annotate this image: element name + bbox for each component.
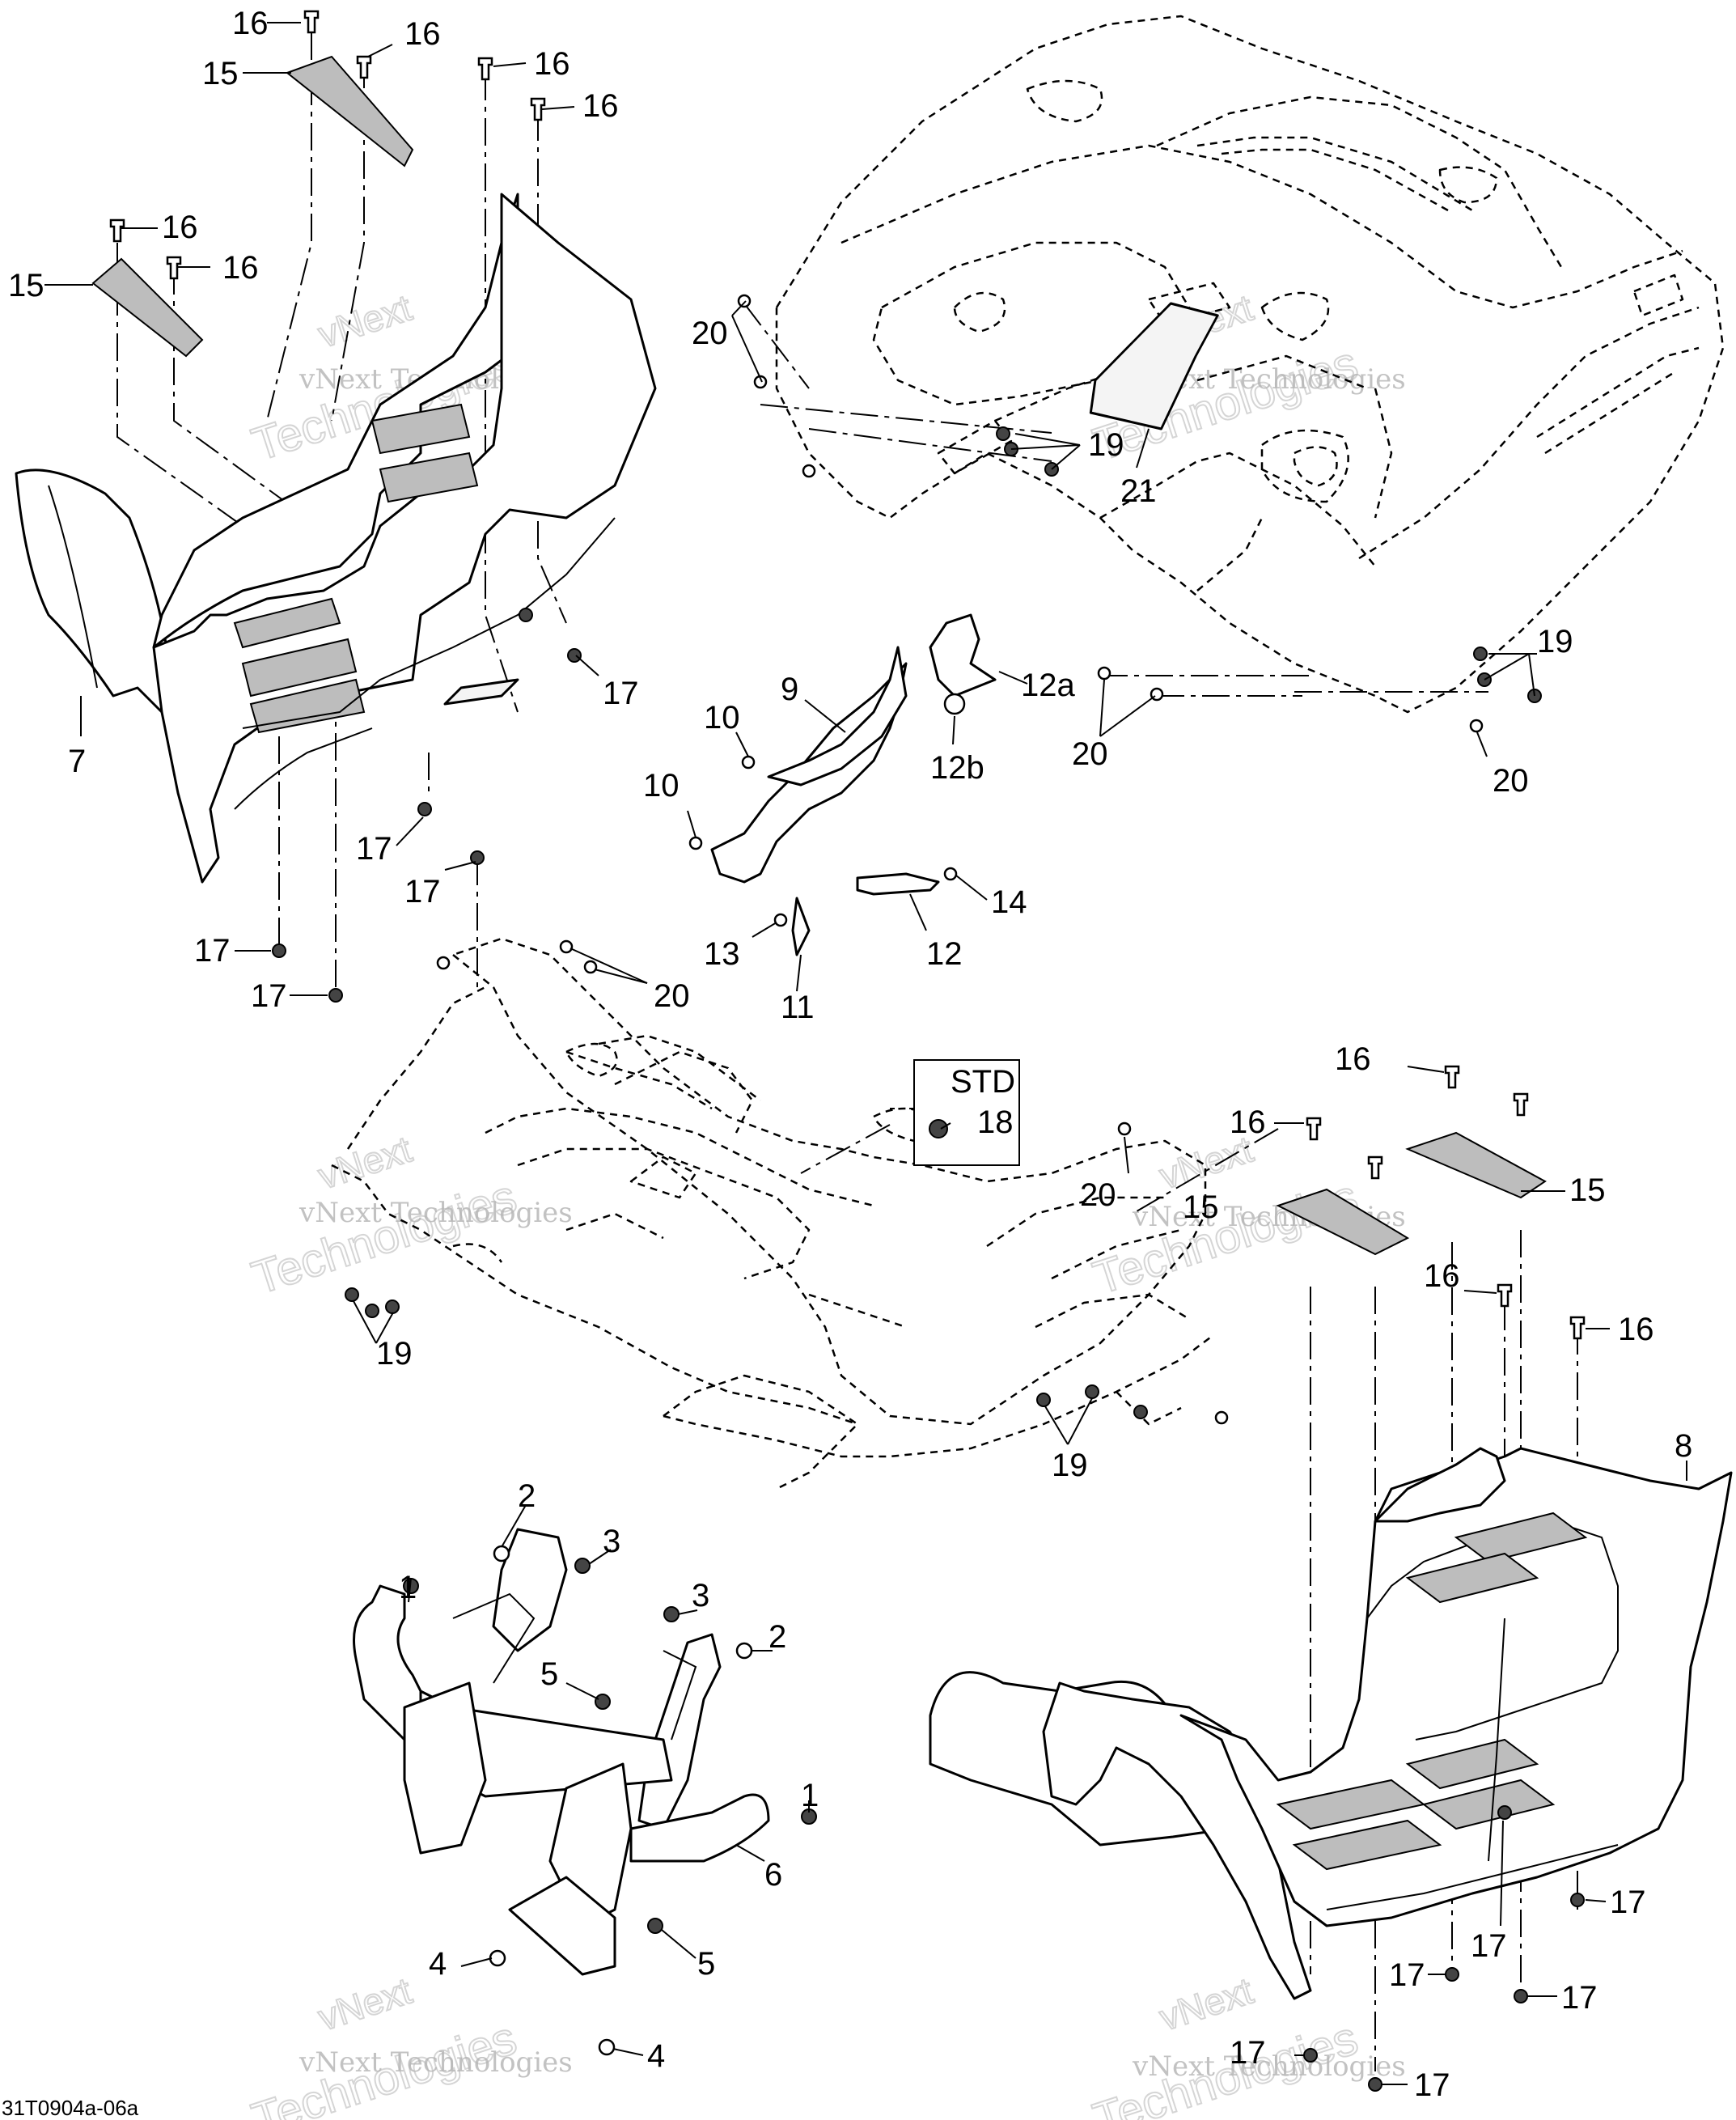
callout-17: 17 (603, 676, 639, 711)
step-plates (91, 55, 1547, 1256)
front-fender-phantom (331, 937, 1214, 1490)
callout-17: 17 (1610, 1885, 1646, 1920)
callout-1: 1 (801, 1778, 819, 1813)
callout-16: 16 (1230, 1105, 1266, 1140)
callout-17: 17 (251, 978, 287, 1014)
callout-20: 20 (692, 316, 728, 351)
watermark-technologies: Technologies (1087, 2012, 1364, 2120)
callout-8: 8 (1675, 1428, 1692, 1464)
watermark-text: vNext Technologies (299, 2046, 573, 2079)
callout-17: 17 (1389, 1957, 1425, 1993)
callout-17: 17 (1414, 2067, 1450, 2103)
callout-4: 4 (429, 1946, 447, 1982)
watermark-vnext: vNext (313, 1969, 417, 2039)
callout-17: 17 (404, 874, 441, 909)
callout-16: 16 (162, 210, 198, 245)
callout-4: 4 (647, 2038, 665, 2074)
callout-2: 2 (768, 1619, 786, 1655)
callout-12: 12 (926, 936, 963, 972)
left-footrest (15, 193, 657, 884)
drawing-code: 31T0904a-06a (2, 2096, 139, 2120)
callout-18: 18 (977, 1105, 1014, 1140)
callout-20: 20 (1080, 1177, 1116, 1213)
callout-19: 19 (1052, 1448, 1088, 1483)
callout-20: 20 (1072, 736, 1108, 772)
callout-16: 16 (1424, 1258, 1460, 1294)
callout-10: 10 (704, 700, 740, 736)
leader-lines (44, 22, 1687, 2085)
brackets (710, 613, 997, 956)
callout-19: 19 (1088, 427, 1124, 463)
fasteners (109, 10, 1586, 2092)
callout-15: 15 (1183, 1189, 1219, 1225)
watermark-text: vNext Technologies (299, 1197, 573, 1229)
callout-15: 15 (202, 56, 239, 91)
callout-11: 11 (781, 990, 815, 1025)
callout-3: 3 (603, 1524, 620, 1559)
callout-13: 13 (704, 936, 740, 972)
callout-16: 16 (1335, 1041, 1371, 1077)
watermark-technologies: Technologies (246, 2012, 523, 2120)
std-callout-box: STD (890, 1059, 1020, 1166)
callout-14: 14 (991, 884, 1027, 920)
bumper-assembly (353, 1528, 770, 1976)
callout-15: 15 (8, 268, 44, 303)
callout-5: 5 (540, 1656, 558, 1692)
callout-3: 3 (692, 1578, 709, 1613)
callout-16: 16 (404, 16, 441, 52)
callout-9: 9 (781, 672, 798, 707)
right-footrest (929, 1447, 1733, 2000)
callout-6: 6 (764, 1857, 782, 1893)
callout-17: 17 (194, 933, 231, 969)
callout-1: 1 (399, 1570, 417, 1605)
callout-15: 15 (1569, 1172, 1606, 1208)
callout-16: 16 (222, 250, 259, 286)
callout-7: 7 (68, 744, 86, 779)
callout-20: 20 (654, 978, 690, 1014)
callout-17: 17 (356, 831, 392, 867)
callout-12a: 12a (1021, 668, 1075, 703)
callout-10: 10 (643, 768, 680, 803)
callout-2: 2 (518, 1478, 536, 1514)
callout-labels: 16 15 16 16 16 16 15 16 7 17 17 17 17 17… (8, 6, 1692, 2103)
callout-19: 19 (376, 1336, 413, 1372)
std-box-label: STD (951, 1064, 1015, 1100)
callout-17: 17 (1230, 2035, 1266, 2071)
callout-17: 17 (1471, 1928, 1507, 1964)
decal-21 (1089, 302, 1219, 430)
callout-12b: 12b (930, 750, 984, 786)
callout-17: 17 (1561, 1980, 1598, 2016)
callout-21: 21 (1120, 473, 1157, 509)
callout-16: 16 (1618, 1312, 1654, 1347)
callout-20: 20 (1493, 763, 1529, 799)
watermark-text: vNext Technologies (1132, 2050, 1406, 2083)
callout-16: 16 (534, 46, 570, 82)
watermark-vnext: vNext (1154, 1969, 1258, 2039)
callout-16: 16 (582, 88, 619, 124)
watermark-vnext: vNext (313, 286, 417, 356)
watermark-vnext: vNext (313, 1128, 417, 1198)
callout-5: 5 (697, 1946, 715, 1982)
callout-16: 16 (232, 6, 269, 41)
rear-fender-phantom (775, 15, 1725, 714)
watermark-technologies: Technologies (246, 1170, 523, 1304)
callout-19: 19 (1537, 624, 1573, 659)
